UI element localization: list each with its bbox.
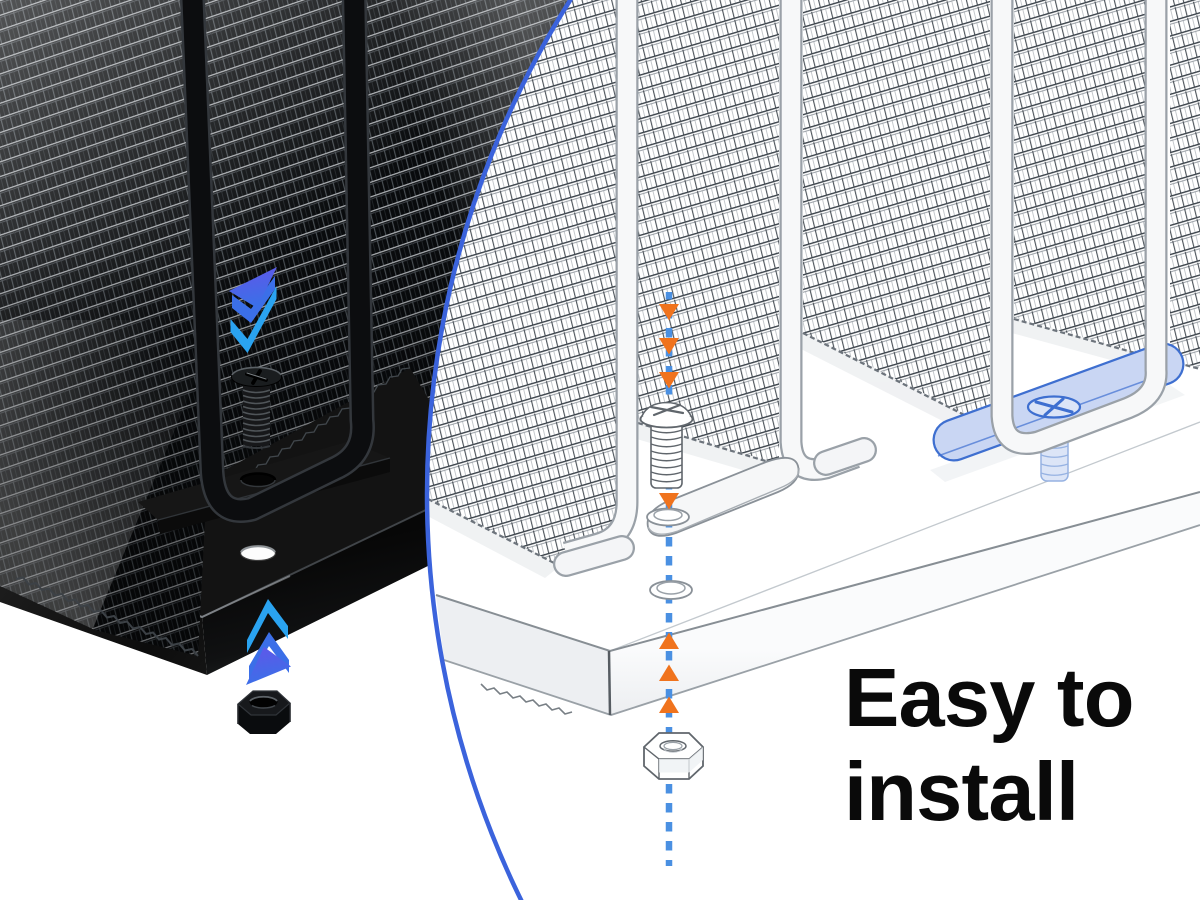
hex-nut-photo — [237, 690, 291, 734]
screw-photo — [231, 366, 282, 449]
mesh-serrated-edge — [233, 367, 411, 482]
mesh-serrated-edge-left — [15, 576, 199, 657]
caption-line-2: install — [844, 745, 1079, 838]
wire1-foot-plate — [555, 537, 633, 575]
bracket-hole-photo — [239, 472, 277, 488]
triple-chevron-up-icon — [246, 599, 291, 685]
base-hole-lineart — [649, 580, 693, 600]
lineart-base-corner-edge — [607, 650, 612, 716]
lens-rim-arc — [425, 0, 574, 900]
caption-line-1: Easy to — [844, 651, 1134, 744]
bracket-hole-lineart — [646, 507, 690, 527]
highlighted-bracket-lineart — [932, 342, 1185, 482]
lineart-base-left-face — [436, 595, 611, 715]
base-hole-photo — [239, 544, 277, 562]
lineart-base-foot-serration — [480, 683, 573, 715]
base-front-face — [202, 494, 470, 675]
assembly-column — [639, 292, 704, 866]
screw-lineart — [639, 401, 694, 489]
divider-wire-frame-photo — [179, 0, 375, 523]
hex-nut-lineart — [643, 732, 704, 780]
organizer-base-lineart — [435, 421, 1200, 716]
lineart-base-bottom-edge — [443, 524, 1200, 716]
foot-plate-2-lineart — [813, 437, 877, 476]
lineart-base-front-face — [610, 492, 1200, 715]
triple-chevron-down-icon — [229, 267, 277, 353]
lineart-base-ridge-edge — [609, 421, 1200, 652]
caption: Easy to install — [844, 651, 1200, 839]
